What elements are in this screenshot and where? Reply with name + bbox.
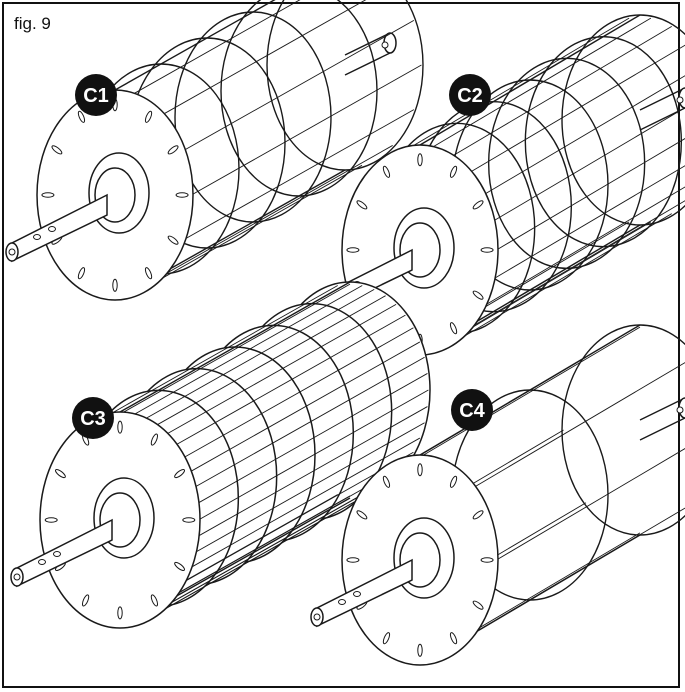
badge-label: C1 [83, 85, 109, 107]
badge-label: C3 [80, 408, 106, 430]
badge-c1: C1 [75, 74, 117, 116]
badge-c4: C4 [451, 389, 493, 431]
roller-c3: C3 [10, 281, 431, 629]
badge-c3: C3 [72, 397, 114, 439]
badge-label: C2 [457, 85, 483, 107]
badge-c2: C2 [449, 74, 491, 116]
roller-c1: C1 [5, 0, 424, 301]
roller-c4: C4 [310, 324, 685, 666]
figure-label: fig. 9 [14, 14, 51, 33]
badge-label: C4 [459, 400, 485, 422]
